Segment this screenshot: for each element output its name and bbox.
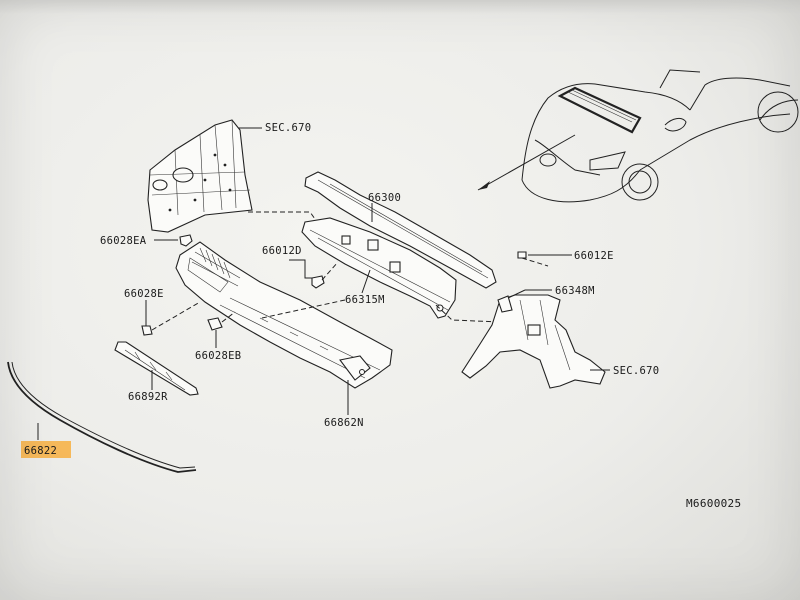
label-66028ea: 66028EA [100, 235, 147, 247]
left-cowl-side-bracket [147, 119, 262, 233]
label-66822: 66822 [24, 445, 57, 457]
label-66892r: 66892R [128, 391, 168, 403]
vehicle-locator-illustration [477, 69, 799, 203]
seal-66892r [114, 341, 199, 396]
label-sec670-top: SEC.670 [265, 122, 311, 134]
screen-top-glare [0, 0, 800, 14]
clip-66012d [289, 259, 339, 289]
cowl-top-grille [175, 241, 393, 415]
label-66028e: 66028E [124, 288, 164, 300]
label-66012d: 66012D [262, 245, 302, 257]
label-66862n: 66862N [324, 417, 364, 429]
part-label-highlight [21, 441, 71, 458]
diagram-code: M6600025 [686, 497, 741, 510]
clip-66028e [141, 300, 201, 336]
label-sec670-right: SEC.670 [613, 365, 659, 377]
label-66315m: 66315M [345, 294, 385, 306]
label-66012e: 66012E [574, 250, 614, 262]
clip-66028eb [207, 311, 236, 348]
label-66028eb: 66028EB [195, 350, 241, 362]
molding-66822 [7, 361, 197, 473]
label-66300: 66300 [368, 192, 401, 204]
clip-66028ea [154, 234, 193, 247]
cowl-top-extension [301, 171, 497, 319]
right-cowl-side-bracket [461, 251, 610, 389]
label-66348m: 66348M [555, 285, 595, 297]
